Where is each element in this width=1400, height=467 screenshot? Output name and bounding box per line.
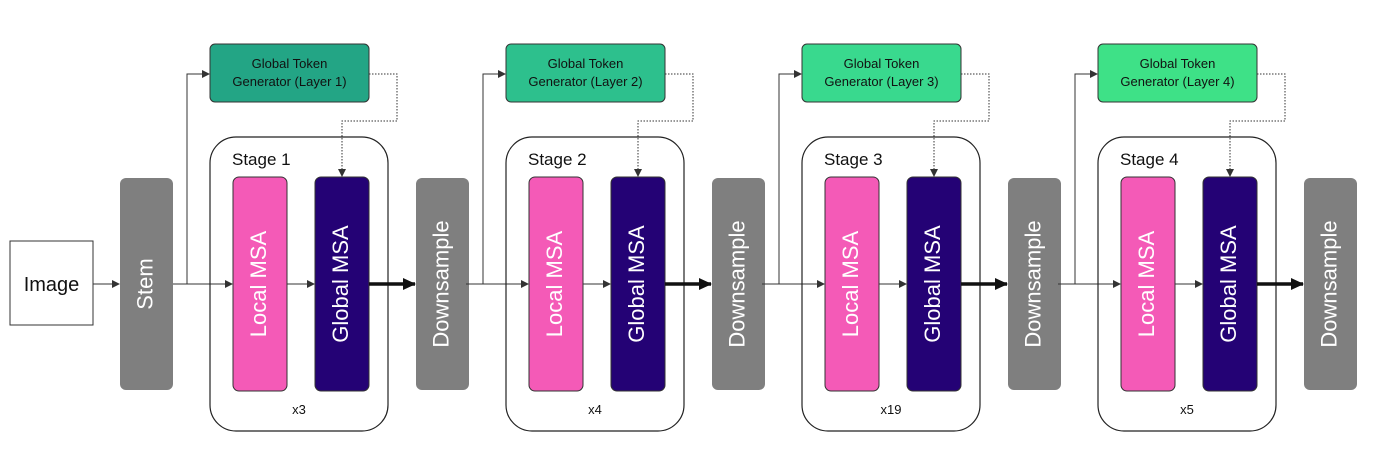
stem-block [120,178,173,390]
stage-4-generator-output-arrow [1226,73,1286,177]
stage-3-title: Stage 3 [824,150,883,169]
stage-2-local-msa-label: Local MSA [542,230,567,337]
stage-3-generator-output-arrow [930,73,990,177]
stage-2-generator-output-arrow [634,73,694,177]
input-image-label: Image [24,274,80,296]
stage-1-generator-label-line2: Generator (Layer 1) [232,74,346,89]
stage-2-global-msa-label: Global MSA [624,225,649,343]
stage-2-downsample-block [712,178,765,390]
stage-3-local-msa-label: Local MSA [838,230,863,337]
stage-3-generator-feed-arrow [778,70,802,284]
stage-4-local-msa-label: Local MSA [1134,230,1159,337]
stage-1-downsample-block [416,178,469,390]
stage-1-generator-box [209,43,370,103]
stage-1-global-msa-label: Global MSA [328,225,353,343]
input-image-box [9,240,94,326]
stage-2-title: Stage 2 [528,150,587,169]
stage-3-downsample-block [1008,178,1061,390]
stem-label: Stem [132,258,157,309]
stage-4-repeat-label: x5 [1180,402,1194,417]
stage-3-repeat-label: x19 [881,402,902,417]
stage-4-generator-label-line2: Generator (Layer 4) [1120,74,1234,89]
stage-2-repeat-label: x4 [588,402,602,417]
stage-2-downsample-label: Downsample [724,220,749,347]
stage-3-downsample-label: Downsample [1020,220,1045,347]
stage-4-generator-label-line1: Global Token [1140,56,1216,71]
stage-4-generator-box [1097,43,1258,103]
stage-4-downsample-label: Downsample [1316,220,1341,347]
stage-1-downsample-label: Downsample [428,220,453,347]
stage-1-local-msa-label: Local MSA [246,230,271,337]
stage-2-generator-label-line2: Generator (Layer 2) [528,74,642,89]
stage-1-generator-feed-arrow [186,70,210,284]
stage-4-generator-feed-arrow [1074,70,1098,284]
stage-2-generator-label-line1: Global Token [548,56,624,71]
stage-4-global-msa-label: Global MSA [1216,225,1241,343]
stage-3-global-msa-label: Global MSA [920,225,945,343]
stem-node: Stem [120,178,173,390]
stage-2-generator-box [505,43,666,103]
stage-4-downsample-block [1304,178,1357,390]
stage-3-generator-box [801,43,962,103]
stage-1-generator-output-arrow [338,73,398,177]
stage-3-generator-label-line2: Generator (Layer 3) [824,74,938,89]
stage-4-title: Stage 4 [1120,150,1179,169]
stage-1-generator-label-line1: Global Token [252,56,328,71]
stage-3-generator-label-line1: Global Token [844,56,920,71]
stage-1-title: Stage 1 [232,150,291,169]
input-image-node: Image [9,240,94,326]
stage-2-generator-feed-arrow [482,70,506,284]
stage-1-repeat-label: x3 [292,402,306,417]
